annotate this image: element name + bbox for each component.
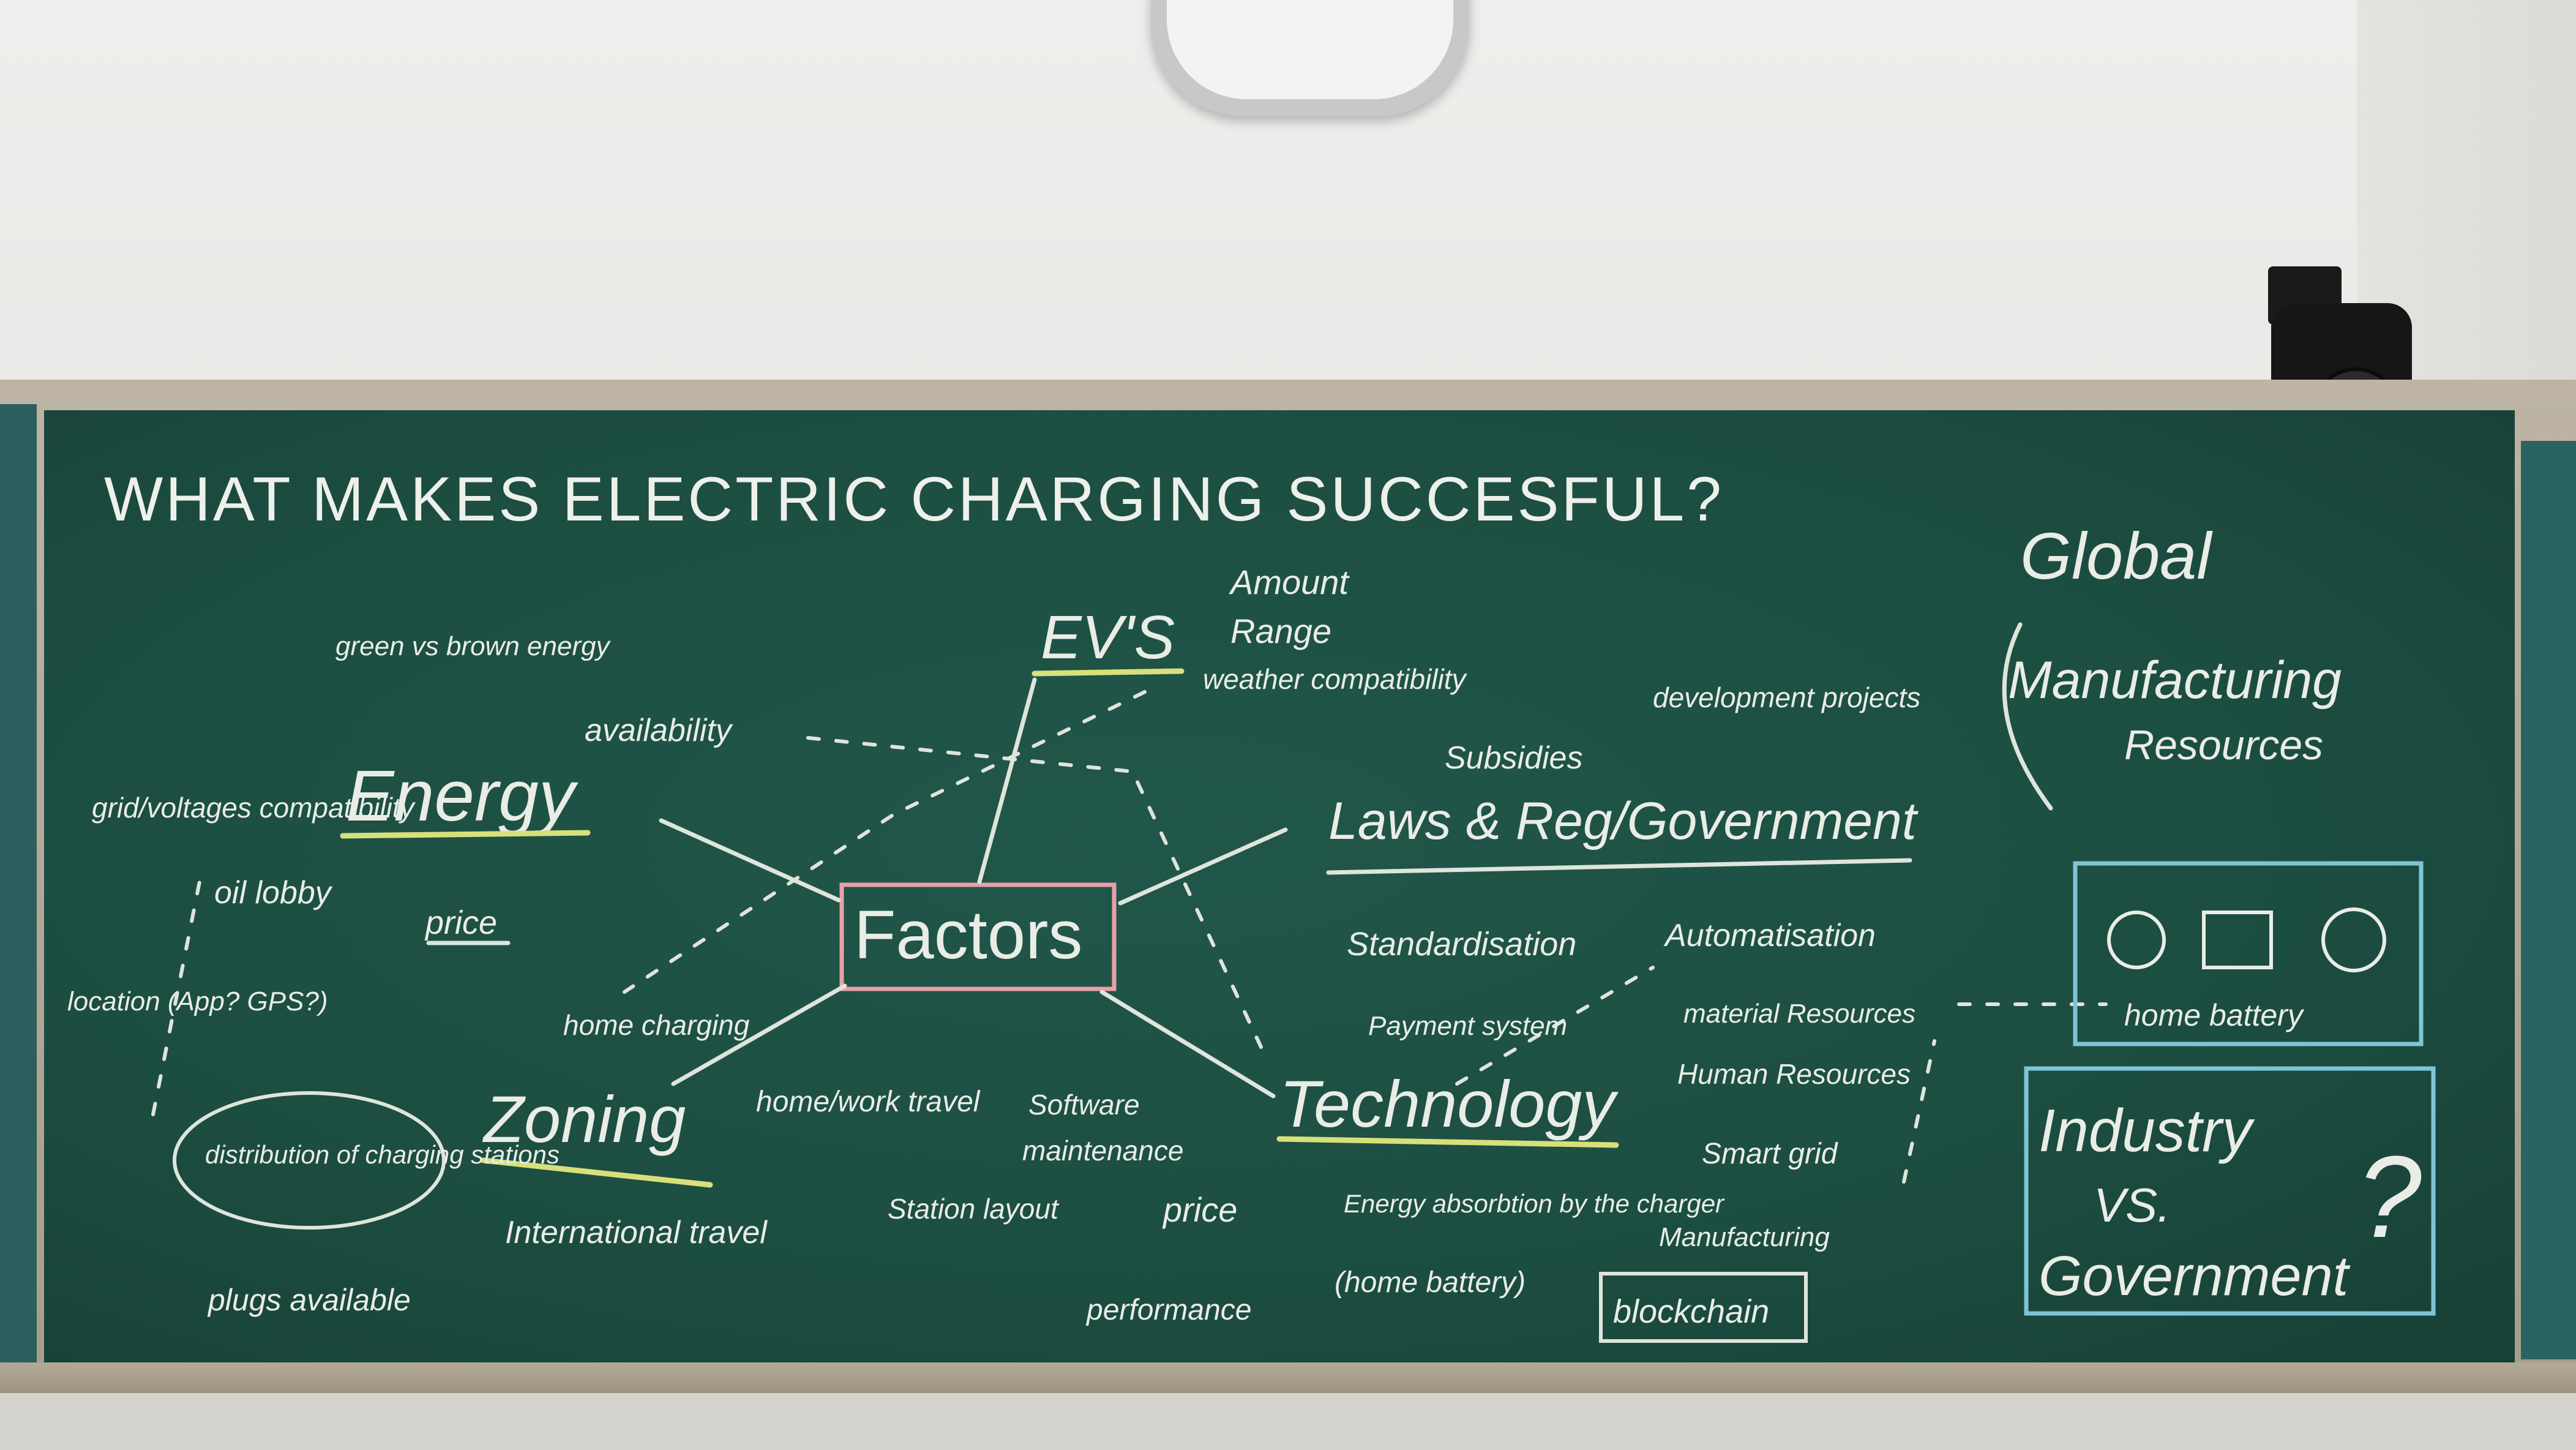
energy-item-green: green vs brown energy: [335, 631, 612, 661]
zoning-item-home-charging: home charging: [563, 1009, 750, 1041]
house-icon: [2321, 907, 2386, 972]
zoning-item-plugs: plugs available: [207, 1283, 411, 1317]
tech-item-maintenance: maintenance: [1022, 1135, 1183, 1166]
question-mark: ?: [2357, 1132, 2422, 1262]
evs-item-range: Range: [1230, 612, 1331, 650]
tech-item-material: material Resources: [1683, 999, 1915, 1029]
blockchain-box: [1599, 1272, 1808, 1343]
zoning-underline: [481, 1157, 713, 1188]
laws-item-development: development projects: [1653, 682, 1920, 713]
tech-item-manufacturing: Manufacturing: [1659, 1222, 1830, 1252]
evs-underline: [1032, 668, 1185, 677]
evs-item-weather: weather compatibility: [1203, 663, 1468, 695]
energy-item-grid: grid/voltages compatibility: [92, 792, 416, 824]
zoning-item-location: location (App? GPS?): [67, 986, 328, 1016]
wall-clock: 8 7 6 5 4: [1151, 0, 1469, 116]
zoning-item-home-work: home/work travel: [756, 1086, 981, 1118]
energy-label: Energy: [346, 756, 578, 836]
global-label: Global: [2020, 519, 2213, 593]
energy-item-price: price: [424, 904, 497, 941]
dashed-link-location-grid: [151, 868, 204, 1116]
evs-item-amount: Amount: [1229, 563, 1350, 601]
battery-box: [2073, 861, 2424, 1046]
dashed-link-evs-zoning: [623, 690, 1147, 994]
zoning-label: Zoning: [482, 1082, 686, 1156]
laws-item-automatisation: Automatisation: [1663, 918, 1876, 953]
tech-item-performance: performance: [1085, 1294, 1251, 1326]
battery-icon: [2107, 911, 2166, 969]
tech-item-blockchain: blockchain: [1613, 1293, 1769, 1330]
tech-item-smart-grid: Smart grid: [1702, 1138, 1838, 1170]
link-factors-energy: [659, 818, 841, 903]
wall-below-board: [0, 1393, 2576, 1450]
battery-box-label: home battery: [2124, 998, 2305, 1032]
tech-item-human: Human Resources: [1677, 1058, 1911, 1090]
zoning-item-station-layout: Station layout: [888, 1193, 1060, 1225]
factors-label: Factors: [854, 896, 1082, 973]
link-factors-evs: [977, 677, 1037, 884]
global-manufacturing: Manufacturing: [2008, 651, 2342, 710]
chalk-tray: [0, 1362, 2576, 1393]
laws-item-standardisation: Standardisation: [1347, 926, 1576, 963]
link-factors-zoning: [671, 983, 847, 1086]
dashed-link-smartgrid: [1902, 1039, 1936, 1184]
tech-item-price: price: [1162, 1190, 1237, 1229]
factors-box: [839, 882, 1117, 991]
industry-line2: VS.: [2094, 1178, 2171, 1232]
technology-underline: [1276, 1136, 1619, 1148]
industry-box: [2024, 1066, 2436, 1316]
evs-label: EV'S: [1041, 603, 1175, 672]
chalkboard: [44, 410, 2515, 1365]
side-panel-right: [2521, 441, 2576, 1359]
laws-label: Laws & Reg/Government: [1328, 792, 1919, 851]
global-bracket: [2002, 622, 2053, 811]
energy-underline: [340, 830, 591, 839]
tech-item-payment: Payment system: [1368, 1011, 1567, 1041]
energy-item-availability: availability: [585, 713, 733, 748]
charger-icon: [2202, 911, 2273, 969]
side-panel-left: [0, 404, 37, 1365]
energy-item-oil-lobby: oil lobby: [214, 875, 333, 911]
dashed-link-payment-automation: [1455, 966, 1655, 1086]
laws-item-subsidies: Subsidies: [1445, 740, 1582, 776]
board-title: WHAT MAKES ELECTRIC CHARGING SUCCESFUL?: [104, 464, 1724, 534]
link-factors-technology: [1099, 990, 1276, 1099]
distribution-circle: [173, 1091, 446, 1230]
tech-item-software: Software: [1028, 1089, 1140, 1121]
technology-label: Technology: [1279, 1067, 1619, 1141]
tech-item-home-battery: (home battery): [1335, 1266, 1526, 1299]
tech-item-energy-absorption: Energy absorbtion by the charger: [1344, 1189, 1725, 1218]
global-resources: Resources: [2124, 722, 2323, 768]
dashed-link-availability: [806, 736, 1263, 1049]
zoning-item-international: International travel: [505, 1215, 768, 1250]
clock-face: 8 7 6 5 4: [1167, 0, 1453, 99]
link-factors-laws: [1118, 827, 1288, 906]
industry-line3: Government: [2039, 1245, 2351, 1307]
zoning-item-distribution: distribution of charging stations: [205, 1140, 560, 1169]
industry-line1: Industry: [2039, 1097, 2255, 1164]
laws-underline: [1326, 858, 1912, 875]
